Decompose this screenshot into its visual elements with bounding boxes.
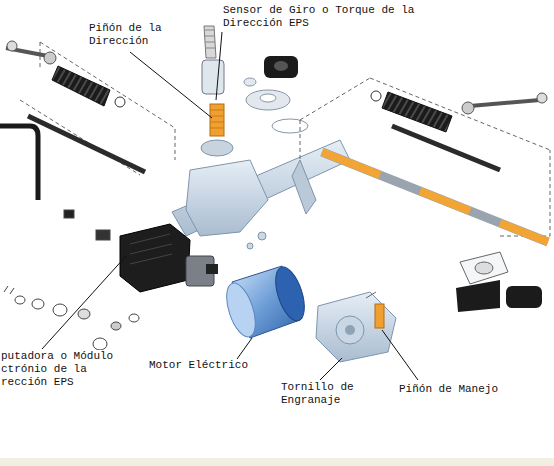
small-parts bbox=[4, 210, 139, 350]
part-label: Motor Eléctrico bbox=[148, 359, 270, 372]
dashed-bracket bbox=[20, 42, 175, 175]
leader-line bbox=[42, 32, 418, 380]
clamp bbox=[371, 91, 381, 101]
part-label: Sensor de Giro o Torque de la Dirección … bbox=[222, 4, 424, 30]
electric-motor bbox=[221, 264, 310, 341]
part-label: Tornillo de Engranaje bbox=[280, 381, 364, 407]
rack-bar bbox=[322, 152, 548, 242]
tie-rod-end-right bbox=[462, 93, 547, 114]
steering-pinion-assembly bbox=[201, 26, 233, 156]
tie-rod-left bbox=[28, 116, 145, 172]
bearing-parts bbox=[244, 78, 308, 133]
part-label: putadora o Módulo ctrónio de la rección … bbox=[0, 350, 124, 389]
gear-housing bbox=[316, 292, 396, 362]
part-label: Piñón de Manejo bbox=[398, 383, 520, 396]
mounting-brackets bbox=[366, 252, 542, 312]
bottom-strip bbox=[0, 458, 554, 466]
ecu-module bbox=[120, 224, 218, 292]
rubber-mount bbox=[264, 56, 298, 78]
hose bbox=[0, 126, 38, 200]
rubber-mount-hole bbox=[274, 61, 288, 71]
tie-rod-right bbox=[392, 126, 500, 170]
part-label: Piñón de la Dirección bbox=[88, 22, 172, 48]
boot-left bbox=[52, 66, 110, 106]
clamp bbox=[115, 97, 125, 107]
tie-rod-end-left bbox=[6, 41, 56, 64]
